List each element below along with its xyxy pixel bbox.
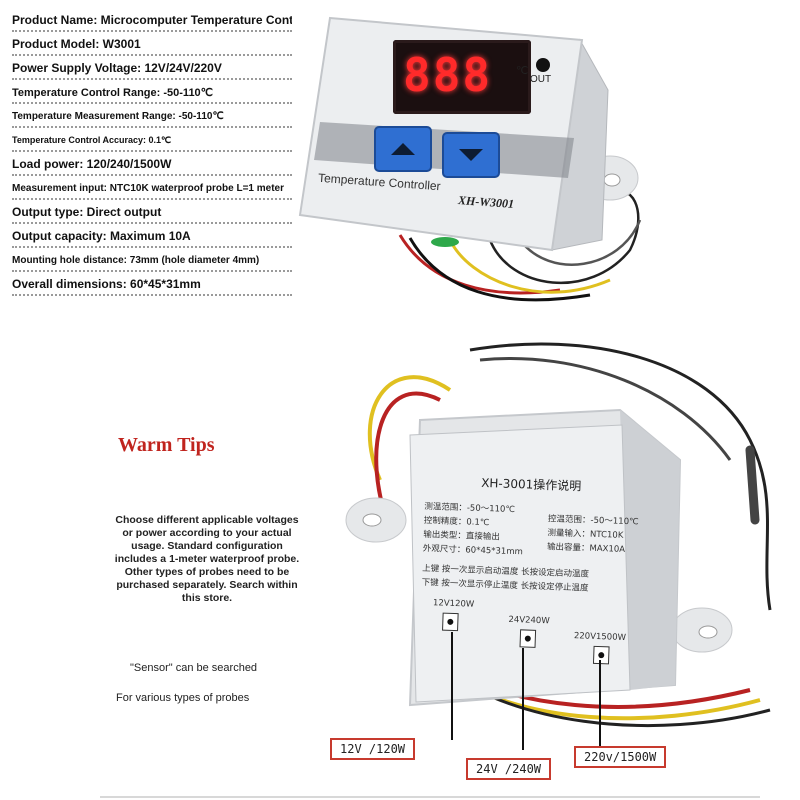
terminal-label-220v: 220V1500W: [573, 631, 627, 643]
spec-measurement-range: Temperature Measurement Range: -50-110℃: [12, 104, 292, 128]
out-label: OUT: [530, 74, 552, 85]
instruction-line: 控制精度：0.1℃: [423, 515, 490, 529]
spec-output-type: Output type: Direct output: [12, 200, 292, 224]
out-indicator-icon: [536, 58, 550, 72]
controller-back-image: XH-3001操作说明 测温范围：-50～110℃ 控温范围：-50～110℃ …: [330, 330, 790, 750]
spec-overall-dimensions: Overall dimensions: 60*45*31mm: [12, 272, 292, 296]
instruction-line: 输出类型：直接输出: [423, 529, 501, 543]
spec-control-accuracy: Temperature Control Accuracy: 0.1℃: [12, 128, 292, 152]
spec-output-capacity: Output capacity: Maximum 10A: [12, 224, 292, 248]
instruction-line: 测温范围：-50～110℃: [424, 501, 516, 516]
instruction-title: XH-3001操作说明: [480, 475, 582, 494]
bottom-divider: [100, 796, 760, 798]
spec-control-range: Temperature Control Range: -50-110℃: [12, 80, 292, 104]
terminal-24v-icon: [519, 629, 537, 648]
warm-tips-sensor: "Sensor" can be searched: [130, 662, 258, 674]
voltage-label-24v: 24V /240W: [466, 758, 552, 780]
warm-tips-probes: For various types of probes: [116, 692, 250, 704]
spec-measurement-input: Measurement input: NTC10K waterproof pro…: [12, 176, 292, 200]
terminal-220v-icon: [592, 645, 610, 665]
voltage-label-12v: 12V /120W: [330, 738, 416, 760]
controller-back-drawing: [345, 342, 772, 728]
arrow-down-icon: [459, 149, 483, 161]
down-button[interactable]: [442, 132, 500, 178]
instruction-line: 输出容量：MAX10A: [546, 542, 626, 555]
instruction-plate: XH-3001操作说明 测温范围：-50～110℃ 控温范围：-50～110℃ …: [411, 422, 671, 731]
instruction-line: 外观尺寸：60*45*31mm: [422, 543, 524, 558]
arrow-up-icon: [391, 143, 415, 155]
spec-product-name: Product Name: Microcomputer Temperature …: [12, 8, 292, 32]
instruction-line: 测量输入：NTC10K: [547, 528, 624, 541]
spec-product-model: Product Model: W3001: [12, 32, 292, 56]
spec-power-supply: Power Supply Voltage: 12V/24V/220V: [12, 56, 292, 80]
spec-load-power: Load power: 120/240/1500W: [12, 152, 292, 176]
led-digits: 888: [403, 48, 493, 102]
terminal-label-12v: 12V120W: [432, 598, 475, 610]
spec-mounting-hole: Mounting hole distance: 73mm (hole diame…: [12, 248, 292, 272]
warm-tips-title: Warm Tips: [118, 434, 215, 456]
celsius-unit-label: ℃: [516, 65, 529, 77]
terminal-label-24v: 24V240W: [508, 614, 550, 627]
spec-list: Product Name: Microcomputer Temperature …: [12, 8, 292, 296]
voltage-label-220v: 220v/1500W: [574, 746, 667, 768]
terminal-12v-icon: [442, 612, 459, 632]
warm-tips-body: Choose different applicable voltages or …: [114, 514, 300, 604]
up-button[interactable]: [374, 126, 432, 172]
instruction-line: 控温范围：-50～110℃: [547, 514, 639, 528]
led-display: 888: [393, 40, 531, 114]
controller-front-image: 888 ℃ OUT Temperature Controller XH-W300…: [290, 10, 650, 310]
